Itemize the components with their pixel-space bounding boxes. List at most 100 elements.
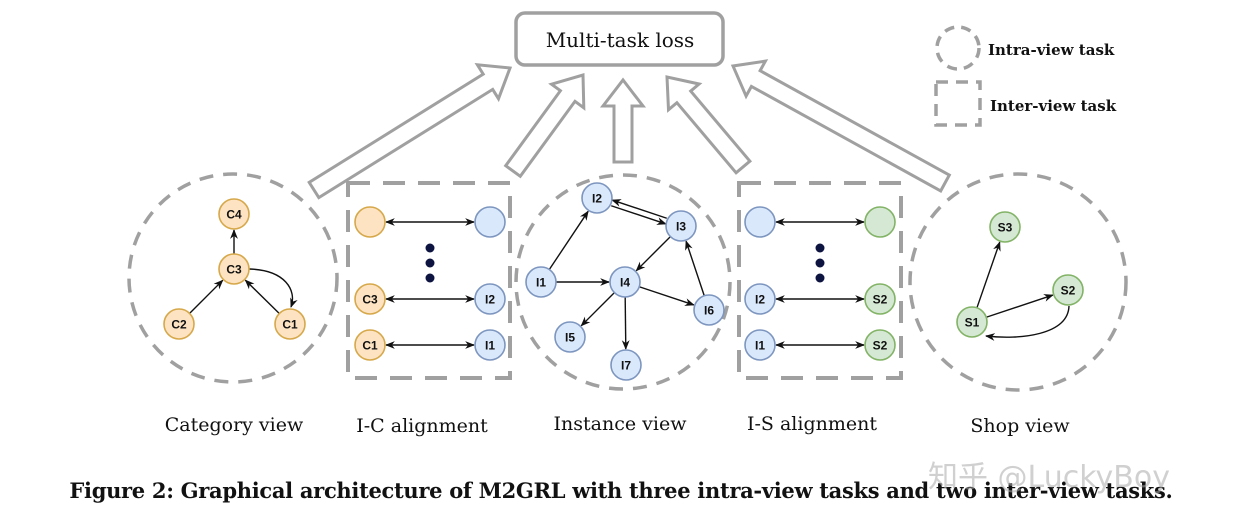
ic-left-node-label: C1: [362, 339, 378, 353]
ic-right-node-label: I1: [485, 339, 495, 353]
is-alignment-label: I-S alignment: [747, 413, 877, 435]
ellipsis-dot: [425, 243, 435, 253]
ic-alignment-frame: [346, 181, 512, 380]
legend: Intra-view task Inter-view task: [934, 25, 1117, 127]
edge-i3-i4: [635, 236, 671, 272]
node-c3-label: C3: [226, 263, 242, 277]
edge-i3-i2: [611, 199, 667, 219]
inter-view-legend-icon: [934, 80, 982, 127]
is-row: I2 S2: [744, 283, 896, 315]
node-i4-circle: [609, 266, 641, 298]
ic-right-node: I1: [474, 329, 506, 361]
node-i3-circle: [665, 210, 697, 242]
shop-view-label: Shop view: [970, 415, 1070, 437]
is-left-node-label: I2: [755, 293, 765, 307]
ellipsis-dot: [815, 258, 825, 268]
is-left-node-circle: [744, 283, 776, 315]
ic-right-node: [474, 206, 506, 238]
ic-to-loss-arrow: [503, 73, 586, 179]
node-c4: C4: [218, 198, 250, 230]
node-i5: I5: [554, 321, 586, 353]
ic-left-node-circle: [354, 283, 386, 315]
shop-view-frame: [908, 172, 1128, 392]
edge-s1-s3: [976, 241, 1001, 309]
node-i6: I6: [693, 294, 725, 326]
is-right-node: S2: [864, 283, 896, 315]
ic-right-node-label: I2: [485, 293, 495, 307]
ellipsis-dot: [425, 273, 435, 283]
node-s2: S2: [1052, 274, 1084, 306]
figure-caption: Figure 2: Graphical architecture of M2GR…: [69, 478, 1173, 503]
ic-right-node-circle: [474, 283, 506, 315]
is-right-node: S2: [864, 329, 896, 361]
category-to-loss-arrow: [307, 63, 513, 200]
node-i7-label: I7: [621, 359, 631, 373]
node-i7: I7: [610, 349, 642, 381]
node-i1-circle: [525, 266, 557, 298]
ic-row: [354, 206, 506, 238]
is-left-node: [744, 206, 776, 238]
intra-view-legend-label: Intra-view task: [988, 41, 1115, 59]
ic-left-node: C1: [354, 329, 386, 361]
node-c4-circle: [218, 198, 250, 230]
node-i2-label: I2: [592, 192, 602, 206]
is-alignment-frame: [737, 181, 903, 380]
node-c2-circle: [163, 308, 195, 340]
node-c1-circle: [274, 308, 306, 340]
inter-view-legend-label: Inter-view task: [990, 97, 1117, 115]
ellipsis-dot: [425, 258, 435, 268]
is-right-node-circle: [864, 206, 896, 238]
multi-task-loss-label: Multi-task loss: [546, 28, 695, 52]
node-s3: S3: [989, 211, 1021, 243]
node-i6-circle: [693, 294, 725, 326]
node-c2-label: C2: [171, 318, 187, 332]
ic-right-node: I2: [474, 283, 506, 315]
node-i2-circle: [581, 182, 613, 214]
intra-view-legend-icon: [935, 25, 981, 71]
node-i5-label: I5: [565, 331, 575, 345]
node-s3-label: S3: [998, 221, 1013, 235]
node-s1: S1: [956, 306, 988, 338]
ic-right-node-circle: [474, 206, 506, 238]
edge-i1-i2: [548, 210, 589, 270]
ic-left-node: [354, 206, 386, 238]
is-row: [744, 206, 896, 238]
is-to-loss-arrow: [665, 75, 753, 175]
node-i7-circle: [610, 349, 642, 381]
is-right-node: [864, 206, 896, 238]
is-left-node: I2: [744, 283, 776, 315]
node-s3-circle: [989, 211, 1021, 243]
node-i1: I1: [525, 266, 557, 298]
node-s1-label: S1: [965, 316, 980, 330]
edge-c1-c3: [244, 279, 280, 314]
instance-view-label: Instance view: [554, 413, 688, 435]
edge-c3-c1: [248, 268, 298, 308]
node-c4-label: C4: [226, 208, 242, 222]
node-s2-label: S2: [1061, 284, 1076, 298]
ic-right-node-circle: [474, 329, 506, 361]
is-right-node-circle: [864, 329, 896, 361]
is-right-node-label: S2: [873, 339, 888, 353]
node-i6-label: I6: [704, 304, 714, 318]
edge-s2-s1: [985, 305, 1070, 341]
node-c3-circle: [218, 253, 250, 285]
category-view-frame: [127, 172, 339, 384]
loss-arrows: [307, 59, 952, 200]
node-i3: I3: [665, 210, 697, 242]
edge-c2-c3: [189, 279, 224, 314]
ic-left-node-circle: [354, 206, 386, 238]
node-c2: C2: [163, 308, 195, 340]
node-i4: I4: [609, 266, 641, 298]
is-right-node-circle: [864, 283, 896, 315]
node-c1-label: C1: [282, 318, 298, 332]
ic-left-node-circle: [354, 329, 386, 361]
node-i3-label: I3: [676, 220, 686, 234]
node-s1-circle: [956, 306, 988, 338]
ellipsis-dot: [815, 243, 825, 253]
